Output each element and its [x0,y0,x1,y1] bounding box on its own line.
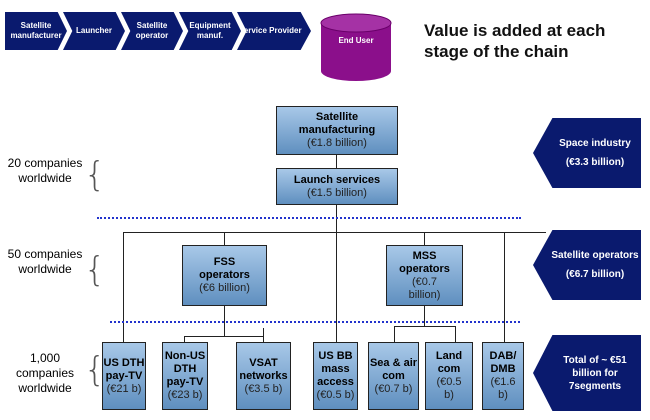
divider [97,217,521,219]
tier-label: 50 companies worldwide [7,247,83,276]
segment-box: US BB mass access(€0.5 b) [313,342,358,410]
brace-icon: { [84,155,106,195]
divider [110,321,520,323]
launch-services-box: Launch services(€1.5 billion) [276,168,398,205]
segment-box: US DTH pay-TV(€21 b) [102,342,146,410]
chain-stage: Equipment manuf. [179,12,241,50]
chain-stage: Launcher [63,12,125,50]
end-user-cylinder [320,13,392,81]
satellite-manufacturing-box: Satellite manufacturing(€1.8 billion) [276,106,398,155]
space-industry-label: Space industry(€3.3 billion) [533,118,641,188]
segment-box: Land com(€0.5 b) [425,342,473,410]
segment-box: Sea & air com(€0.7 b) [368,342,419,410]
mss-operators-box: MSS operators(€0.7 billion) [386,245,463,306]
headline: Value is added at each stage of the chai… [424,21,606,61]
end-user-label: End User [338,36,374,45]
chain-stage: Satellite operator [121,12,183,50]
tier-label: 1,000 companies worldwide [15,351,75,395]
segment-box: DAB/ DMB(€1.6 b) [482,342,524,410]
total-label: Total of ~ €51 billion for 7segments [533,335,641,411]
brace-icon: { [84,250,106,290]
satellite-operators-label: Satellite operators(€6.7 billion) [533,230,641,300]
segment-box: VSAT networks(€3.5 b) [236,342,291,410]
chain-stage: Satellite manufacturer [5,12,67,50]
brace-icon: { [84,350,106,390]
tier-label: 20 companies worldwide [7,156,83,185]
fss-operators-box: FSS operators(€6 billion) [182,245,267,306]
segment-box: Non-US DTH pay-TV(€23 b) [162,342,208,410]
chain-stage: Service Provider [237,12,311,50]
